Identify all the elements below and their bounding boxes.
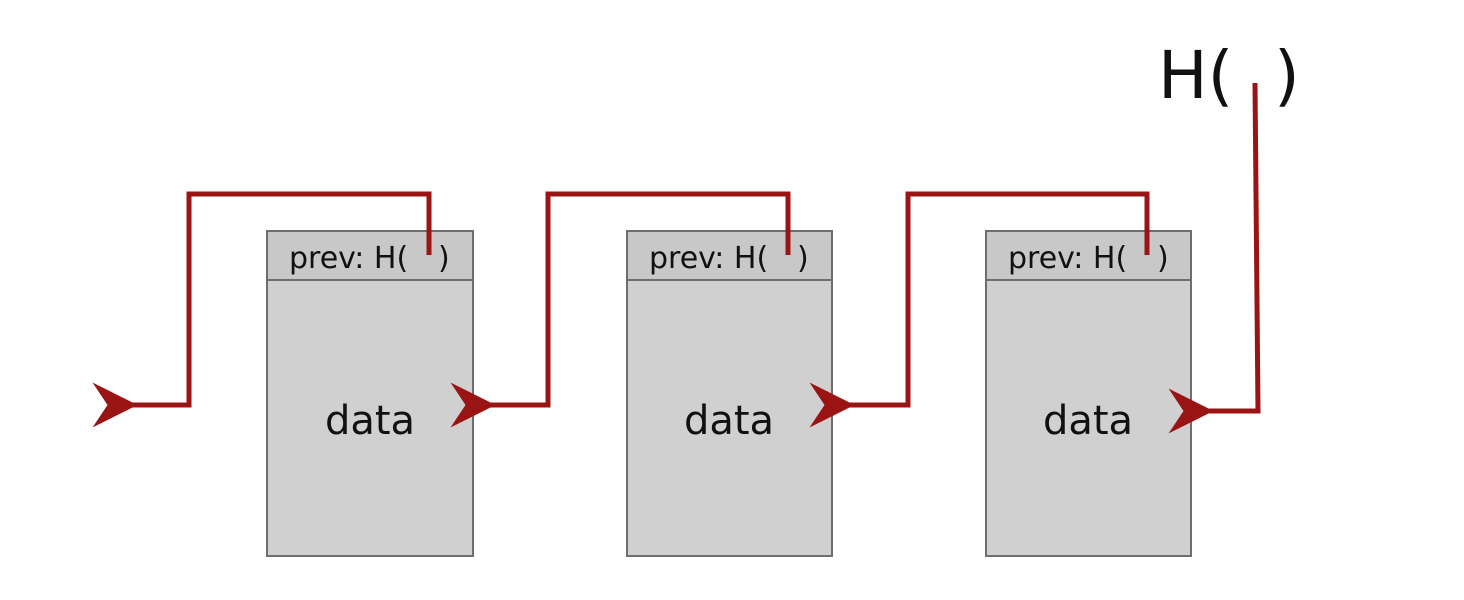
block-1-header — [266, 230, 474, 281]
block-1-body — [266, 279, 474, 557]
block-3-header-prefix: prev: H( — [1008, 241, 1127, 276]
block-3: prev: H( ) data — [985, 230, 1192, 557]
block-2-header-prefix: prev: H( — [649, 241, 768, 276]
block-1-header-close: ) — [438, 241, 450, 276]
block-3-header — [985, 230, 1192, 281]
block-2-header — [626, 230, 833, 281]
head-pointer-open: H( — [1158, 37, 1233, 114]
block-1: prev: H( ) data — [266, 230, 474, 557]
block-1-prev-arrow — [92, 191, 432, 428]
block-1-header-prefix: prev: H( — [289, 241, 408, 276]
block-2-data-label: data — [684, 398, 774, 444]
block-1-data-label: data — [325, 398, 415, 444]
block-3-prev-arrow — [809, 191, 1150, 428]
block-3-body — [985, 279, 1192, 557]
head-pointer-close: ) — [1274, 37, 1300, 114]
block-2-header-close: ) — [797, 241, 809, 276]
head-pointer-arrow — [1168, 82, 1261, 434]
block-2-prev-arrow — [450, 191, 791, 428]
block-3-header-close: ) — [1157, 241, 1169, 276]
block-3-data-label: data — [1043, 398, 1133, 444]
head-pointer: H( ) — [1158, 37, 1300, 114]
block-2: prev: H( ) data — [626, 230, 833, 557]
